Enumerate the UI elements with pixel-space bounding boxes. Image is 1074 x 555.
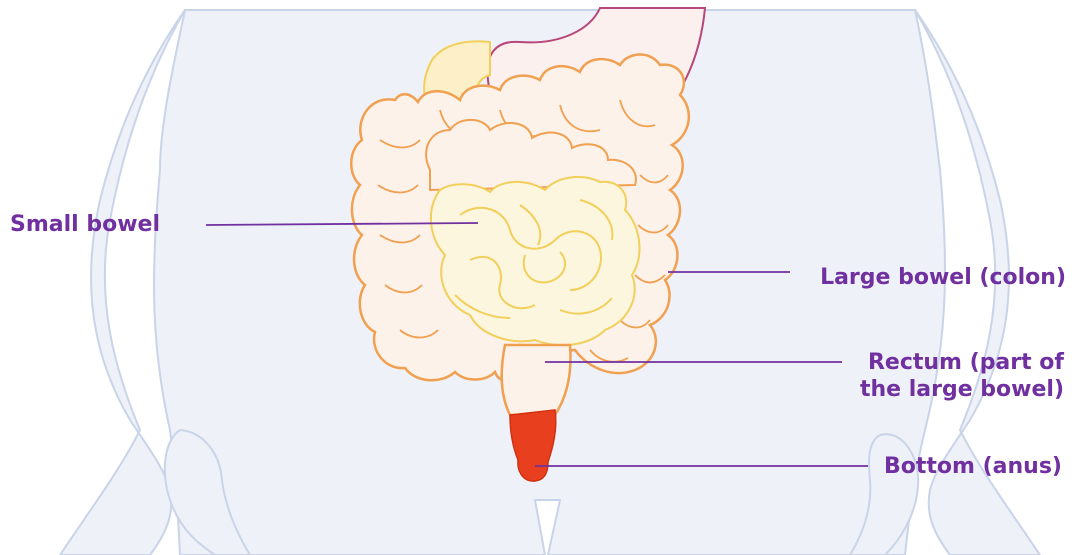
label-bottom: Bottom (anus) xyxy=(884,453,1062,480)
rectum xyxy=(502,345,571,415)
label-rectum-line-2: the large bowel) xyxy=(860,376,1064,403)
label-rectum: Rectum (part of the large bowel) xyxy=(860,349,1064,403)
label-small-bowel: Small bowel xyxy=(10,211,160,238)
label-rectum-line-1: Rectum (part of xyxy=(860,349,1064,376)
label-large-bowel: Large bowel (colon) xyxy=(820,264,1066,291)
